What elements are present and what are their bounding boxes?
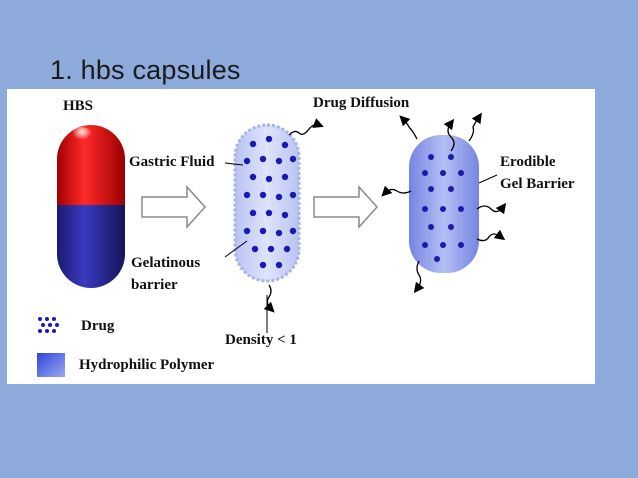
label-pointer-lines (224, 162, 498, 333)
drug-particles-middle (243, 135, 297, 269)
gelatinous-label-line1: Gelatinous (131, 255, 201, 271)
erodible-label-line1: Erodible (500, 154, 556, 170)
slide-title: 1. hbs capsules (50, 55, 241, 85)
legend-drug-label: Drug (81, 318, 115, 334)
hbs-label: HBS (63, 98, 94, 114)
gastric-fluid-label: Gastric Fluid (129, 154, 215, 170)
transition-arrow-2 (313, 185, 379, 229)
legend-polymer-label: Hydrophilic Polymer (79, 357, 215, 373)
hbs-diagram-figure: HBS Drug Diffusion Gastric Fluid Erodibl… (7, 89, 595, 384)
diffusion-wavy-lines (381, 112, 507, 294)
gelatinous-label-line2: barrier (131, 277, 178, 293)
transition-arrow-1 (141, 185, 207, 229)
eroding-gel-capsule (381, 112, 507, 294)
diagram-graphics (37, 112, 507, 377)
hbs-capsule (57, 125, 125, 288)
drug-particles-right (422, 154, 464, 262)
drug-dots-icon (38, 317, 59, 333)
polymer-square-icon (37, 353, 65, 377)
drug-diffusion-label: Drug Diffusion (313, 95, 410, 111)
density-label: Density < 1 (225, 332, 297, 348)
swelling-capsule (233, 118, 324, 313)
erodible-label-line2: Gel Barrier (500, 176, 575, 192)
